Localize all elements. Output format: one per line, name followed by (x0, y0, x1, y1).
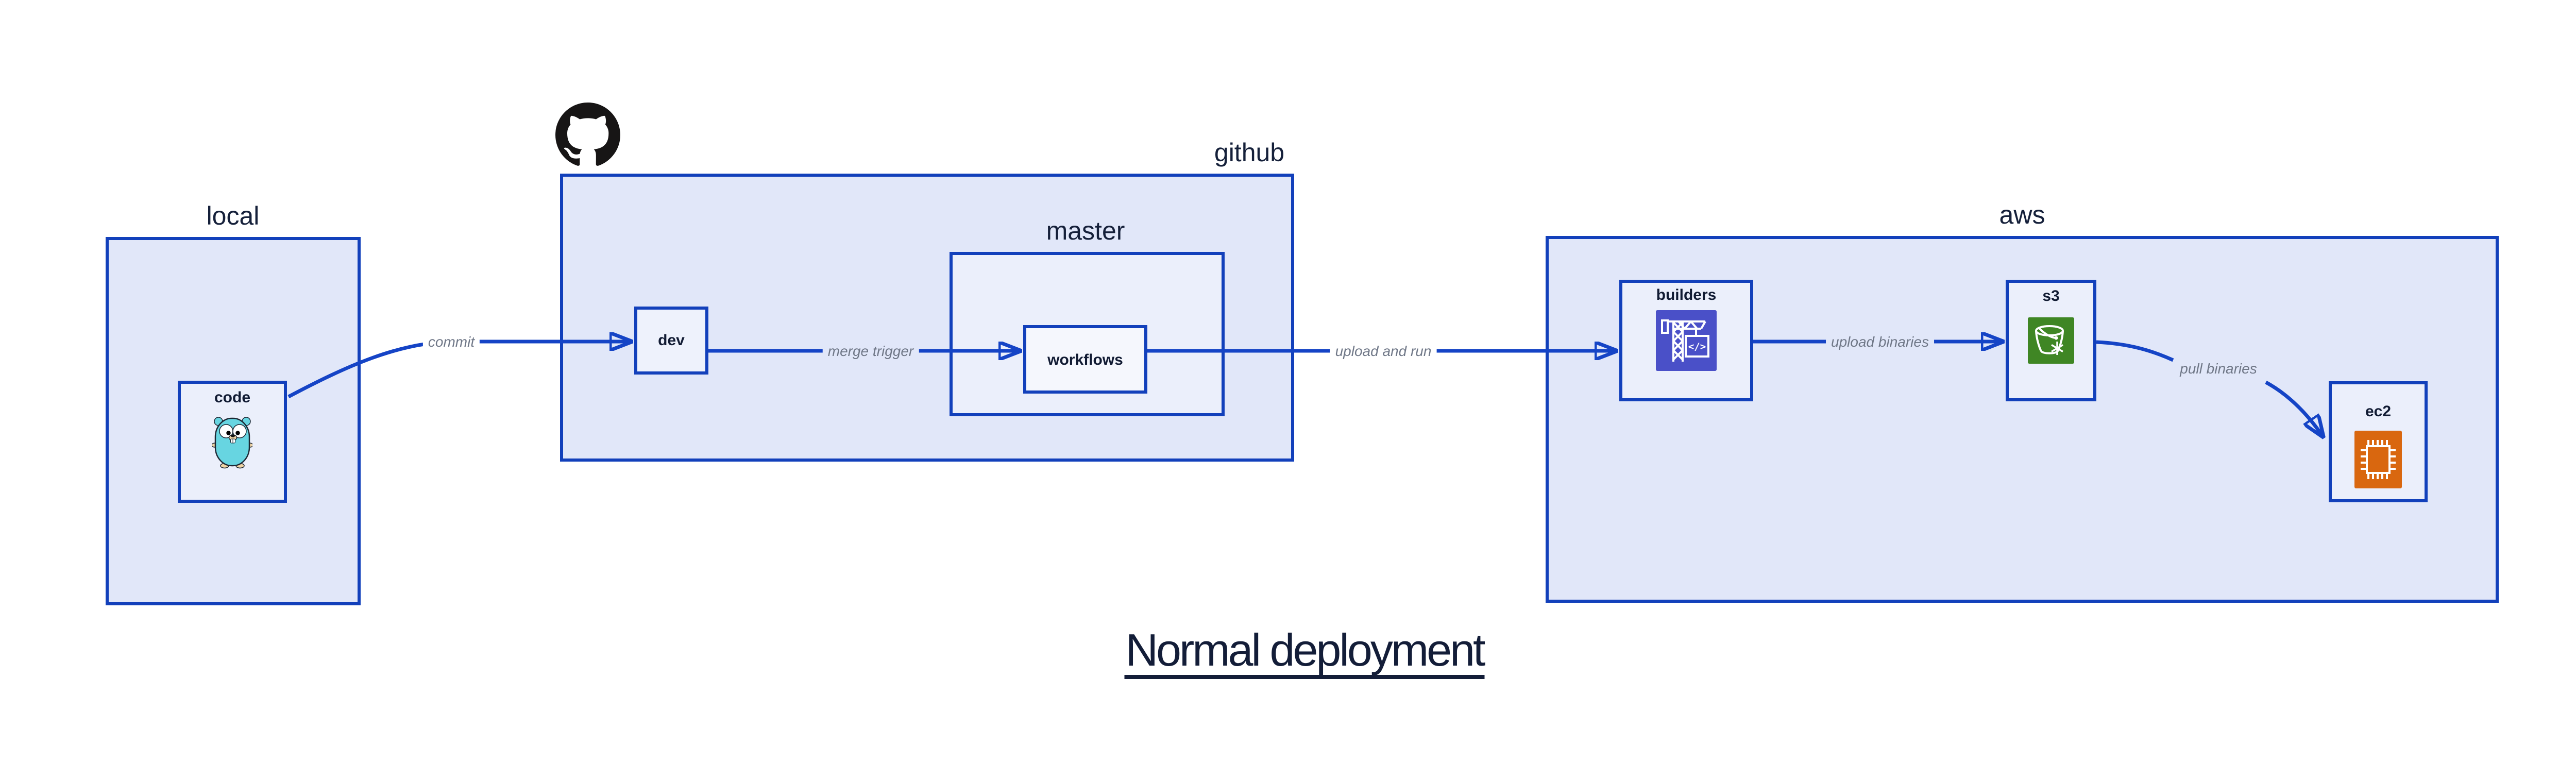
go-gopher-icon (212, 417, 252, 469)
github-octocat-icon (555, 103, 620, 166)
s3-node-box: s3 (2006, 280, 2096, 401)
ec2-node-label: ec2 (2365, 403, 2392, 420)
master-group-box: workflows (950, 252, 1225, 416)
diagram-title: Normal deployment (1124, 627, 1486, 679)
commit-edge-label: commit (422, 334, 480, 350)
crane-code-icon: </> (1656, 310, 1717, 371)
svg-text:</>: </> (1688, 341, 1706, 352)
workflows-node-label: workflows (1047, 351, 1123, 368)
ec2-node-box: ec2 (2329, 381, 2428, 502)
pull-binaries-edge-label: pull binaries (2180, 361, 2257, 377)
code-node-box: code (178, 381, 287, 503)
aws-group-label: aws (1999, 200, 2045, 229)
merge-trigger-edge-label: merge trigger (822, 343, 919, 360)
upload-and-run-edge-label: upload and run (1330, 343, 1437, 360)
s3-node-label: s3 (2042, 287, 2060, 304)
local-group-label: local (206, 201, 260, 230)
builders-node-box: builders </> (1619, 280, 1753, 401)
bucket-snowflake-icon (2028, 317, 2074, 364)
master-group-label: master (1046, 216, 1125, 245)
github-group-label: github (1214, 138, 1285, 167)
upload-binaries-edge-label: upload binaries (1826, 334, 1934, 350)
code-node-label: code (214, 389, 251, 406)
dev-node-label: dev (658, 332, 685, 349)
builders-node-label: builders (1656, 286, 1717, 303)
local-group-box: code (106, 237, 361, 605)
cpu-chip-icon (2354, 431, 2402, 488)
workflows-node-box: workflows (1023, 325, 1147, 394)
aws-group-box: builders </> s3 (1546, 236, 2499, 603)
dev-node-box: dev (634, 307, 708, 375)
github-group-box: dev workflows (560, 174, 1294, 462)
